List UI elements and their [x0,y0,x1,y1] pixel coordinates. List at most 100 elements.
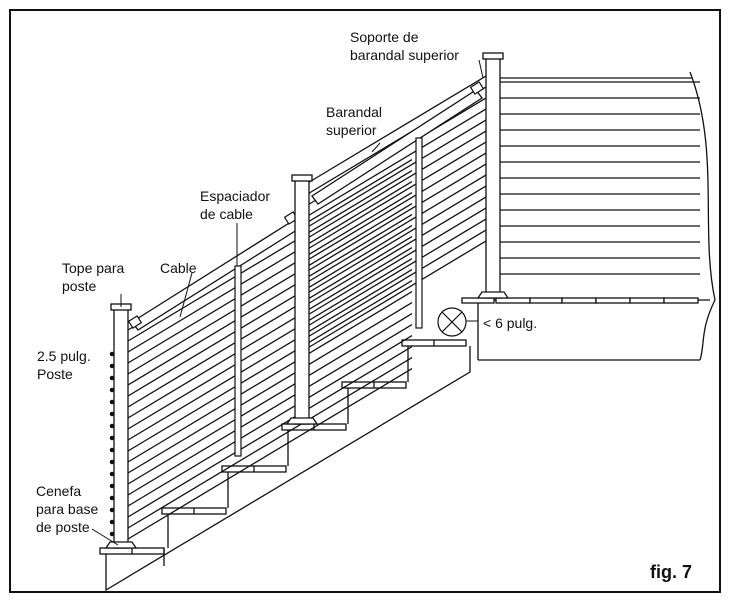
figure-number: fig. 7 [650,562,693,582]
top-rail [131,89,483,331]
cable-line [127,170,413,342]
cable-line [305,140,489,251]
cable-line [127,335,413,507]
cable-hole [109,363,115,369]
cable-spacer [234,265,242,457]
cable-hole [109,519,115,525]
deck-fascia-edge [689,71,716,361]
stringer-outline [105,346,471,592]
cable-line [305,162,489,273]
label-barandal-line1: Barandal [326,104,383,120]
cable-line [127,291,413,463]
deck-walkway-board [495,297,531,304]
cable-line [305,239,489,350]
cable-hole [109,495,115,501]
label-poste: Poste [37,366,73,382]
label-cenefa-line1: Cenefa [36,483,82,499]
label-espaciador-line1: Espaciador [200,188,271,204]
cable-line [127,346,413,518]
leader-lines [91,59,484,546]
cable-hole [109,471,115,477]
deck-boards [461,77,700,304]
cable-hole [109,447,115,453]
cable-line [305,228,489,339]
cable-line [305,151,489,262]
label-cenefa-line2: para base [36,501,99,517]
deck-walkway-board [529,297,563,304]
cable-line [305,129,489,240]
rail-connector [127,315,143,329]
post [294,179,310,425]
post-cap [291,174,313,182]
post [485,57,501,299]
label-soporte-line2: barandal superior [350,47,459,63]
cable-line [127,368,413,540]
deck-walkway-board [663,297,699,304]
cable-line [305,173,489,284]
figure-frame [9,9,721,593]
label-tope-line2: poste [62,278,97,294]
cable-line [305,217,489,328]
cable-hole [109,483,115,489]
label-barandal-line2: superior [326,122,377,138]
cable-line [305,195,489,306]
cable-line [127,192,413,364]
post-base-skirt [285,417,319,425]
cable-hole [109,507,115,513]
cable-line [127,225,413,397]
label-tope-line1: Tope para [62,260,125,276]
cable-line [305,107,489,218]
cable-hole [109,459,115,465]
cable-line [127,324,413,496]
top-rail-upper [311,89,483,205]
post [113,308,129,549]
cable-line [127,357,413,529]
cable-line [305,118,489,229]
post-cap [482,52,504,60]
cable-hole [109,423,115,429]
cable-line [127,313,413,485]
cable-hole [109,435,115,441]
cable-hole [109,375,115,381]
label-espaciador-line2: de cable [200,206,253,222]
label-gap: < 6 pulg. [483,315,538,331]
label-poste-size: 2.5 pulg. [37,348,91,364]
post-base-skirt [104,541,138,549]
cable-line [127,280,413,452]
deck-walkway-board [595,297,631,304]
label-soporte-line1: Soporte de [350,29,419,45]
deck-walkway-board [461,297,495,304]
stair-stringer [99,339,471,592]
cable-line [127,302,413,474]
cable-line [127,258,413,430]
deck-walkway-board [561,297,597,304]
cable-line [305,206,489,317]
cable-runs [127,74,489,540]
cable-line [127,236,413,408]
cable-hole [109,351,115,357]
leader-barandal [371,142,381,153]
cable-spacers [127,81,485,457]
posts [104,52,510,549]
cable-hole [109,411,115,417]
cable-line [127,269,413,441]
rail-connector [469,81,485,95]
cable-line [127,181,413,353]
cable-hole [109,387,115,393]
gap-symbol [437,307,467,337]
cable-line [127,203,413,375]
deck-walkway-board [629,297,665,304]
cable-hole [109,531,115,537]
cable-line [305,184,489,295]
post-base-skirt [476,291,510,299]
label-cable: Cable [160,260,197,276]
leader-cenefa [91,528,119,546]
cable-hole [109,399,115,405]
cable-spacer [415,137,423,329]
cable-line [305,74,489,185]
label-cenefa-line3: de poste [36,519,90,535]
leader-cable [179,272,193,318]
cable-line [127,214,413,386]
leader-soporte [478,59,484,79]
